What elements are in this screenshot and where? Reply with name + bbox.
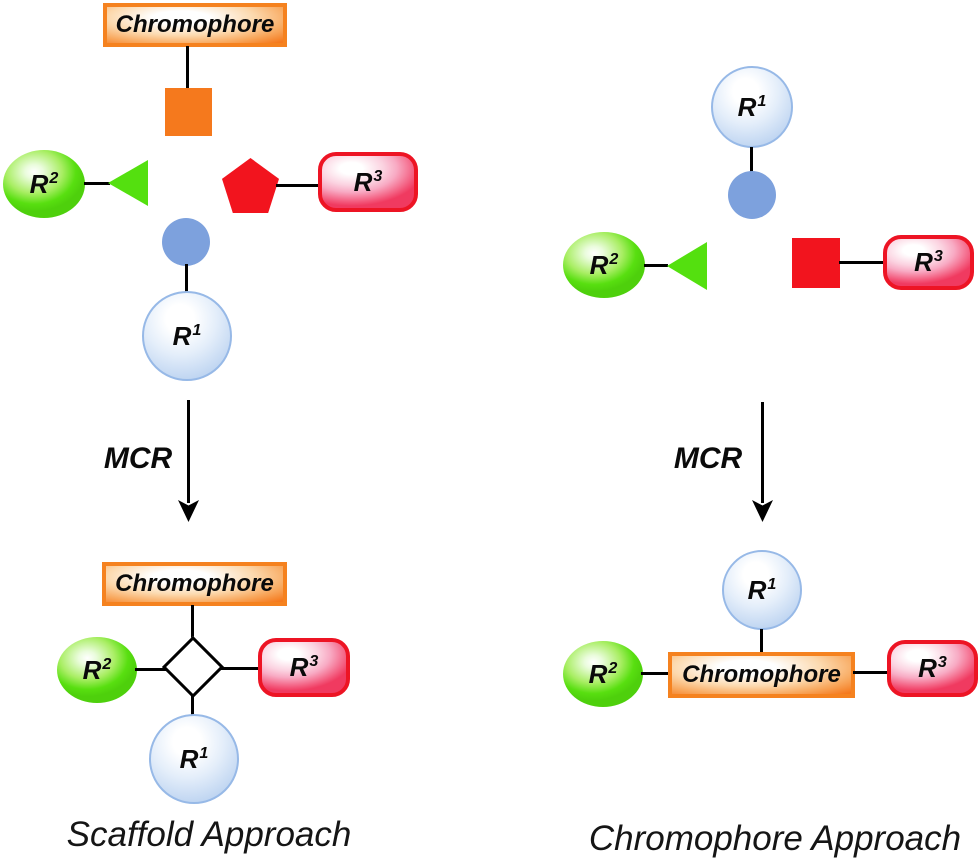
- mcr-label: MCR: [103, 442, 173, 475]
- r1-label: R1: [747, 574, 777, 605]
- r3-box: R3: [318, 152, 418, 212]
- r3-linker-square: [792, 238, 840, 288]
- r3-label: R3: [353, 166, 383, 197]
- connector-line: [220, 667, 260, 670]
- r3-label: R3: [289, 652, 319, 682]
- r3-box: R3: [887, 640, 978, 697]
- chromophore-box: Chromophore: [102, 562, 287, 606]
- chromophore-box: Chromophore: [103, 3, 287, 47]
- chromophore-label: Chromophore: [115, 570, 274, 597]
- r2-label: R2: [589, 249, 619, 280]
- connector-line: [191, 695, 194, 716]
- r3-linker-pentagon: [222, 158, 279, 213]
- r3-box: R3: [258, 638, 350, 697]
- connector-line: [191, 605, 194, 639]
- mcr-label: MCR: [673, 442, 743, 475]
- r2-linker-triangle: [667, 242, 707, 290]
- r1-label: R1: [179, 743, 209, 774]
- r2-linker-triangle: [108, 160, 148, 206]
- arrow-head-icon: [752, 500, 773, 522]
- r1-linker-circle: [162, 218, 210, 266]
- r3-label: R3: [918, 653, 947, 683]
- connector-line: [853, 671, 887, 674]
- connector-line: [135, 668, 167, 671]
- connector-line: [839, 261, 884, 264]
- chromophore-box: Chromophore: [668, 652, 855, 698]
- r1-circle: R1: [711, 66, 793, 148]
- arrow-line: [761, 402, 764, 503]
- r1-label: R1: [172, 320, 202, 351]
- connector-line: [186, 46, 189, 89]
- r2-ellipse: R2: [57, 637, 137, 703]
- r2-ellipse: R2: [563, 641, 643, 707]
- r1-circle: R1: [149, 714, 239, 804]
- connector-line: [84, 182, 110, 185]
- r3-label: R3: [914, 247, 943, 277]
- r2-ellipse: R2: [3, 150, 85, 218]
- connector-line: [276, 184, 320, 187]
- connector-line: [185, 264, 188, 294]
- r2-ellipse: R2: [563, 232, 645, 298]
- r1-circle: R1: [722, 550, 802, 630]
- r1-linker-circle: [728, 171, 776, 219]
- connector-line: [641, 672, 669, 675]
- connector-line: [760, 629, 763, 653]
- chromophore-label: Chromophore: [682, 661, 841, 688]
- scaffold-core-diamond: [161, 635, 225, 699]
- r3-box: R3: [883, 235, 974, 290]
- r2-label: R2: [82, 654, 112, 685]
- r1-label: R1: [737, 91, 767, 122]
- r2-label: R2: [29, 168, 59, 199]
- connector-line: [750, 147, 753, 173]
- connector-line: [644, 264, 668, 267]
- chromophore-label: Chromophore: [115, 11, 275, 38]
- arrow-line: [187, 400, 190, 503]
- chromophore-linker-square: [165, 88, 212, 136]
- r1-circle: R1: [142, 291, 232, 381]
- r2-label: R2: [588, 658, 618, 689]
- chromophore-approach-caption: Chromophore Approach: [588, 819, 962, 858]
- arrow-head-icon: [178, 500, 199, 522]
- scaffold-approach-caption: Scaffold Approach: [66, 815, 352, 854]
